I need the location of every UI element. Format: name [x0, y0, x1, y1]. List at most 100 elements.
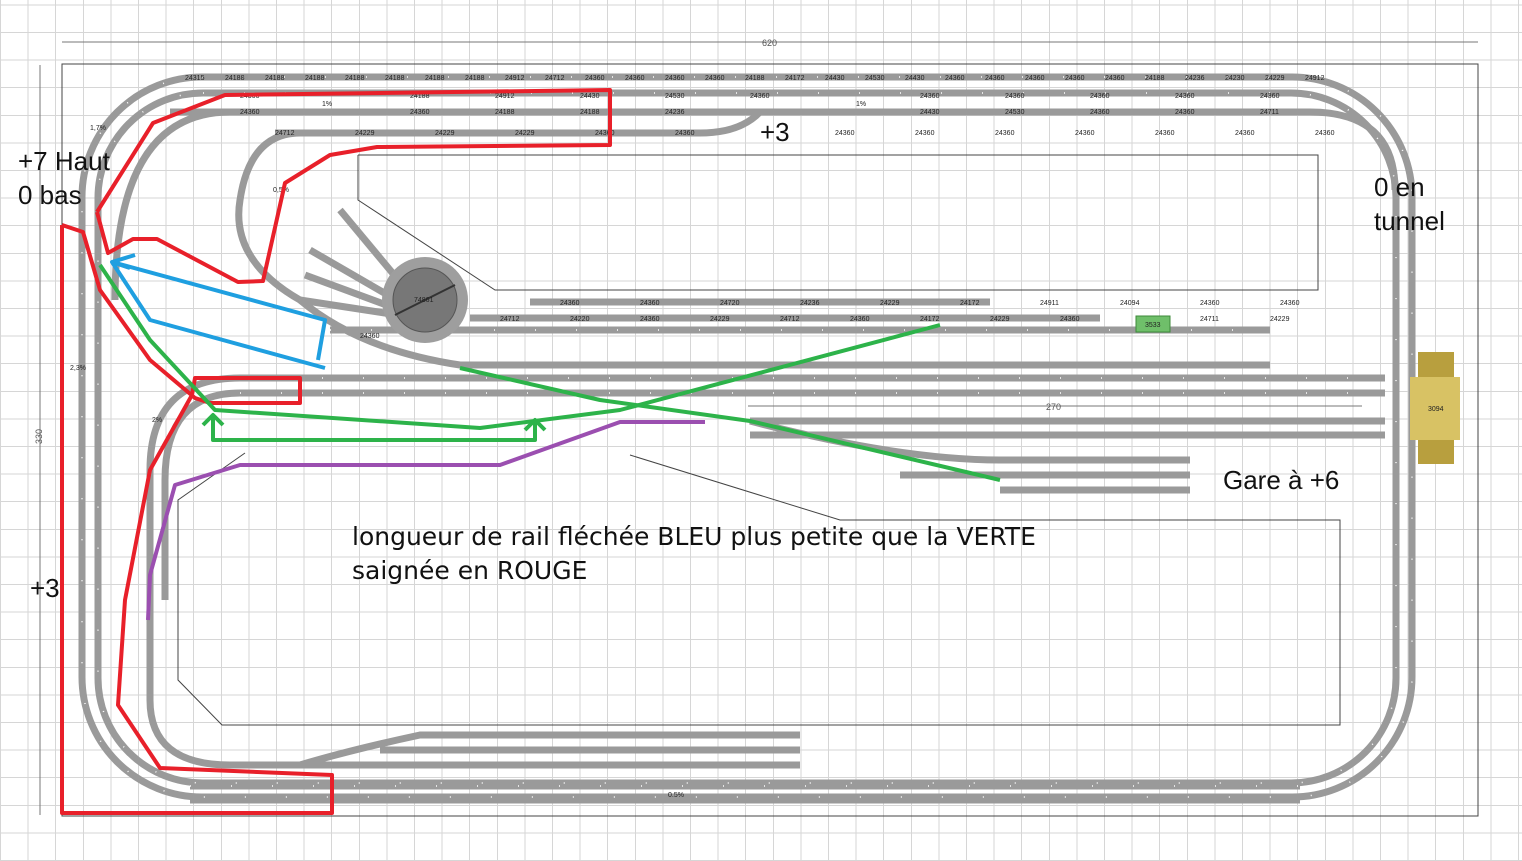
track-part-label: 24712: [500, 316, 520, 323]
track-part-label: 24360: [640, 300, 660, 307]
track-part-label: 24430: [580, 93, 600, 100]
green-path-1: [98, 263, 941, 430]
track-part-label: 24172: [785, 75, 805, 82]
track-part-label: 24360: [1005, 93, 1025, 100]
track-part-label: 24360: [360, 333, 380, 340]
track-part-label: 24360: [1065, 75, 1085, 82]
track-part-label: 24188: [410, 93, 430, 100]
green-path-2: [459, 366, 1001, 482]
blue-arrow-short: [110, 260, 326, 370]
track-part-label: 24712: [780, 316, 800, 323]
caption: longueur de rail fléchée BLEU plus petit…: [352, 520, 1036, 588]
track-part-label: 24530: [865, 75, 885, 82]
track-part-label: 24430: [905, 75, 925, 82]
annotation-top-middle: +3: [760, 117, 790, 147]
track-part-label: 24188: [385, 75, 405, 82]
track-part-label: 24360: [1090, 93, 1110, 100]
track-part-label: 24229: [435, 130, 455, 137]
track-part-label: 24360: [1315, 130, 1335, 137]
track-part-label: 24712: [545, 75, 565, 82]
track-part-label: 24912: [1305, 75, 1325, 82]
overlays: [60, 88, 1001, 815]
track-part-label: 24229: [355, 130, 375, 137]
upper-scenery-box: [357, 154, 1319, 291]
track-part-label: 24188: [495, 109, 515, 116]
track-part-label: 24360: [1235, 130, 1255, 137]
track-part-label: 24912: [505, 75, 525, 82]
track-part-label: 24360: [1280, 300, 1300, 307]
track-part-label: 24360: [665, 75, 685, 82]
track-part-label: 24912: [495, 93, 515, 100]
blue-arrowhead: [110, 253, 136, 270]
track-part-label: 24360: [850, 316, 870, 323]
track-part-label: 24236: [665, 109, 685, 116]
track-part-label: 24230: [1225, 75, 1245, 82]
gradient-label: 2,3%: [70, 365, 86, 372]
gradient-labels: 1,7% 1% 0,5% 2,3% 1% 2% 0.5%: [70, 101, 866, 799]
track-part-label: 24360: [945, 75, 965, 82]
track-part-label: 24229: [1265, 75, 1285, 82]
track-part-label: 24360: [1175, 109, 1195, 116]
track-part-label: 24711: [1200, 316, 1219, 323]
blue-arrow-long: [111, 260, 327, 361]
green-bracket-line: [211, 415, 537, 442]
track-part-label: 24229: [710, 316, 730, 323]
gradient-label: 0.5%: [668, 792, 684, 799]
track-part-label: 24236: [1185, 75, 1205, 82]
track-part-label: 24188: [265, 75, 285, 82]
track-part-label: 24360: [920, 93, 940, 100]
track-part-label: 24360: [560, 300, 580, 307]
track-part-label: 24360: [915, 130, 935, 137]
annotation-tunnel: 0 en tunnel: [1374, 170, 1445, 238]
track-part-label: 24172: [960, 300, 980, 307]
track-part-label: 24360: [750, 93, 770, 100]
tracks: [78, 73, 1416, 804]
track-part-label: 24229: [1270, 316, 1290, 323]
track-part-label: 24229: [990, 316, 1010, 323]
track-part-label: 24360: [585, 75, 605, 82]
level-label-low: 0 bas: [18, 179, 82, 210]
annotation-station: Gare à +6: [1223, 465, 1340, 495]
track-part-label: 24229: [880, 300, 900, 307]
station-dimension: 270: [1046, 402, 1061, 412]
track-part-label: 24430: [920, 109, 940, 116]
track-part-label: 24360: [640, 316, 660, 323]
track-part-label: 24188: [425, 75, 445, 82]
width-dimension: 620: [762, 38, 777, 48]
gradient-label: 1,7%: [90, 125, 106, 132]
track-part-label: 24188: [225, 75, 245, 82]
track-part-label: 24188: [465, 75, 485, 82]
track-part-label: 24530: [665, 93, 685, 100]
track-part-label: 24360: [595, 130, 615, 137]
track-part-label: 24094: [1120, 300, 1140, 307]
lower-scenery-box: [177, 452, 1341, 726]
tunnel-level: 0 en: [1374, 172, 1425, 202]
track-part-label: 24188: [345, 75, 365, 82]
track-part-label: 24360: [625, 75, 645, 82]
caption-line-2: saignée en ROUGE: [352, 556, 588, 585]
annotation-left-bottom: +3: [30, 573, 60, 603]
track-part-label: 24172: [920, 316, 940, 323]
red-cut-top: [95, 88, 612, 284]
green-bracket-arrow: [523, 418, 547, 432]
tunnel-building: [1410, 377, 1460, 440]
annotation-top-left: +7 Haut 0 bas: [18, 145, 110, 213]
track-part-label: 24712: [275, 130, 295, 137]
gradient-label: 1%: [856, 101, 866, 108]
track-part-label: 24711: [1260, 109, 1279, 116]
track-part-label: 24360: [1090, 109, 1110, 116]
track-part-label: 24360: [1200, 300, 1220, 307]
track-part-label: 24360: [1075, 130, 1095, 137]
track-part-label: 24530: [1005, 109, 1025, 116]
track-part-label: 24360: [410, 109, 430, 116]
turntable: [382, 257, 468, 343]
dimension-lines: [39, 41, 1478, 815]
track-part-label: 24360: [1105, 75, 1125, 82]
purple-path: [146, 420, 705, 621]
gradient-label: 2%: [152, 417, 162, 424]
track-part-label: 24360: [985, 75, 1005, 82]
green-building-label: 3533: [1145, 322, 1161, 329]
turntable-label: 74861: [414, 297, 434, 304]
